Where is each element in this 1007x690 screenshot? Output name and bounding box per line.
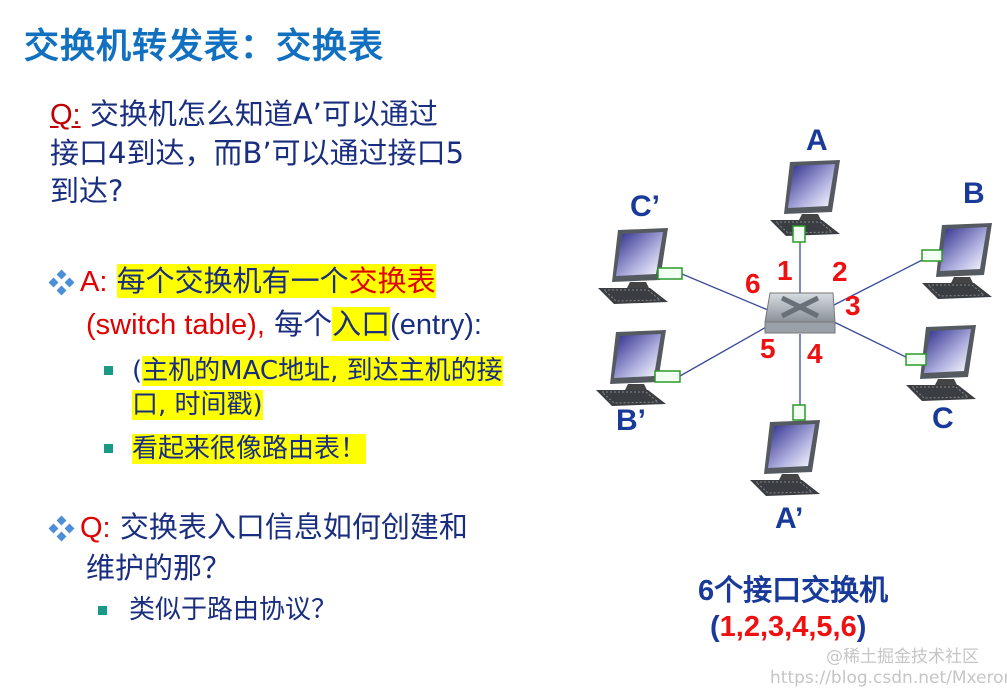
question-text: 接口4到达，而B’可以通过接口5 [50,136,465,170]
host-label-c: C [932,402,954,435]
diagram-caption: 6个接口交换机 [698,575,889,607]
bullet-text: ( [132,356,143,386]
host-c-prime-computer-icon [597,227,669,305]
port-label-3: 3 [845,290,861,321]
answer-block: A: 每个交换机有一个交换表 (switch table), 每个入口(entr… [48,262,503,466]
paren: ( [710,611,720,643]
square-bullet-icon [104,366,113,375]
highlight-text-red: 交换表 [348,264,436,298]
host-a-prime-computer-icon [749,419,821,497]
answer-label: A: [80,266,108,298]
question-2: Q: 交换表入口信息如何创建和 维护的那？ 类似于路由协议？ [48,508,468,627]
host-label-a: A [806,124,828,157]
question-label: Q: [80,512,111,544]
switch-icon [764,292,836,334]
host-b-prime-computer-icon [595,329,667,407]
question-1: Q: 交换机怎么知道A’可以通过 接口4到达，而B’可以通过接口5 到达? [50,95,464,210]
question-text: 到达? [50,174,124,208]
port-label-6: 6 [745,268,761,299]
switch-table-term: (switch table), [86,309,265,341]
watermark-line1: @稀土掘金技术社区 [826,647,979,667]
highlight-text: 入口 [332,307,391,341]
port-label-1: 1 [777,255,793,286]
links [679,240,931,405]
host-label-c-prime: C’ [630,190,660,223]
watermark-line2: https://blog.csdn.net/Mxeron [770,668,1007,688]
port-label-5: 5 [760,333,776,364]
highlight-text: 看起来很像路由表！ [132,434,367,464]
question-text: 维护的那？ [86,551,232,585]
paren: ) [856,611,867,643]
highlight-text: 每个交换机有一个 [116,264,349,298]
answer-text: 每个 [264,307,333,341]
entry-term: (entry): [390,309,482,341]
square-bullet-icon [104,444,113,453]
bullet-text: 类似于路由协议？ [129,595,338,625]
diagram-caption-ports: (1,2,3,4,5,6) [710,610,866,644]
host-label-b-prime: B’ [616,404,646,437]
adapters [654,225,943,421]
square-bullet-icon [98,606,107,615]
question-label: Q: [50,99,81,131]
highlight-text: 主机的MAC地址, 到达主机的接 [142,356,503,386]
question-text: 交换机怎么知道A’可以通过 [80,97,438,131]
host-label-b: B [963,177,985,210]
port-list: 1,2,3,4,5,6 [719,611,857,643]
host-label-a-prime: A’ [775,502,804,535]
port-label-2: 2 [832,256,848,287]
slide-title: 交换机转发表：交换表 [24,27,385,67]
port-label-4: 4 [807,338,823,369]
highlight-text: 口, 时间戳) [132,390,263,420]
host-a-computer-icon [769,159,841,237]
question-text: 交换表入口信息如何创建和 [110,510,468,544]
